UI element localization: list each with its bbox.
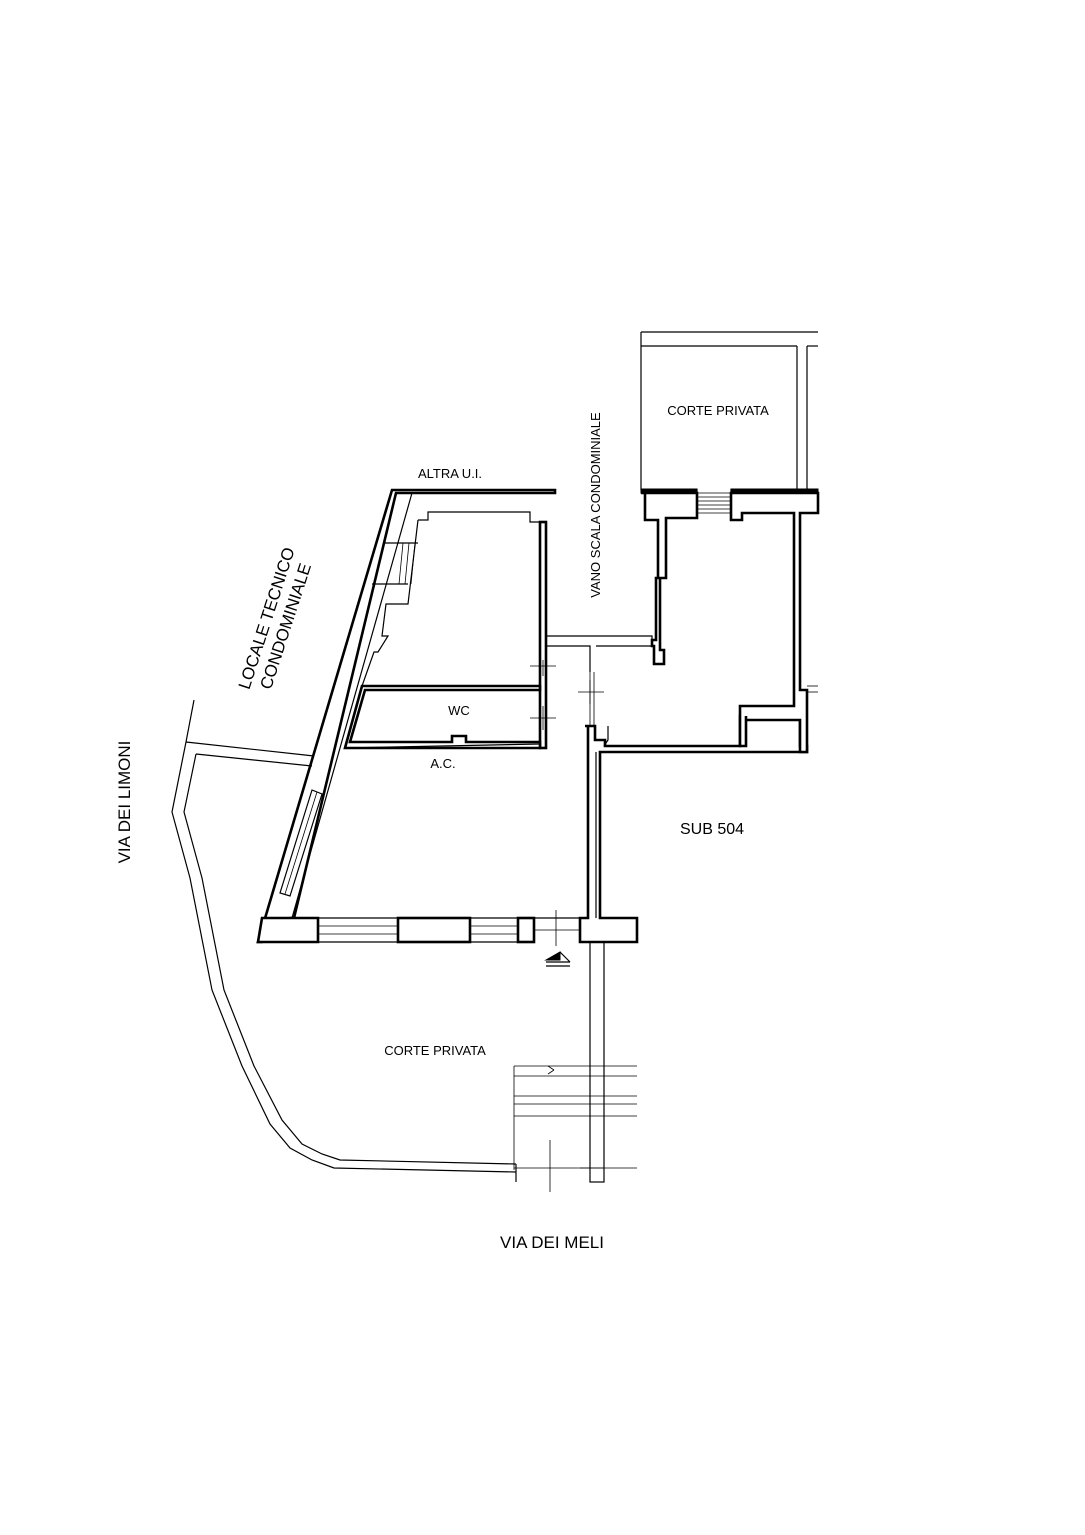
steps-north (696, 489, 732, 517)
label-via-dei-limoni: VIA DEI LIMONI (115, 741, 134, 864)
courtyard-south (513, 941, 637, 1192)
east-block (603, 491, 820, 754)
unit-walls (256, 488, 809, 946)
label-ac: A.C. (430, 756, 455, 771)
label-corte-privata-top: CORTE PRIVATA (667, 403, 769, 418)
entrance-arrow-icon (544, 951, 571, 967)
label-wc: WC (448, 703, 470, 718)
courtyard-north (640, 331, 819, 517)
label-via-dei-meli: VIA DEI MELI (500, 1233, 604, 1252)
label-vano-scala: VANO SCALA CONDOMINIALE (588, 412, 603, 598)
label-sub: SUB 504 (680, 821, 744, 838)
label-corte-privata-bottom: CORTE PRIVATA (384, 1043, 486, 1058)
label-altra-ui: ALTRA U.I. (418, 466, 482, 481)
boundary-west (171, 699, 517, 1182)
